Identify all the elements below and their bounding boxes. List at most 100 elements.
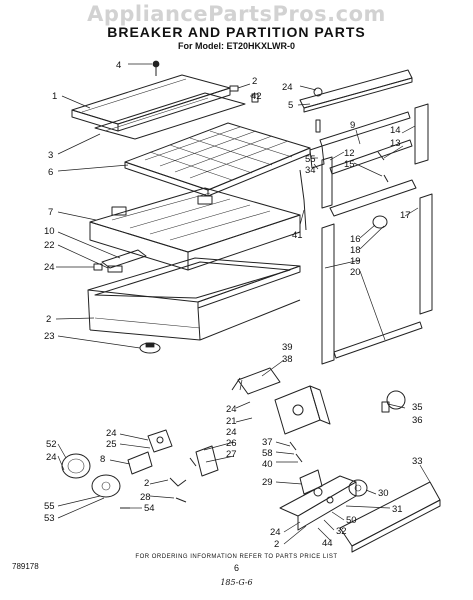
callout-55: 55 — [305, 154, 316, 165]
switch-26[interactable] — [189, 445, 219, 477]
motor-53[interactable] — [91, 474, 121, 498]
page-number: 6 — [233, 563, 239, 573]
callout-15: 15 — [344, 159, 355, 170]
screws-37-58-40[interactable] — [289, 441, 303, 463]
callout-10: 10 — [44, 226, 55, 237]
callout-29: 29 — [262, 477, 273, 488]
callout-35: 35 — [412, 402, 423, 413]
callout-31: 31 — [392, 504, 403, 515]
callout-7: 7 — [48, 207, 53, 218]
callout-24: 24 — [106, 428, 117, 439]
callout-2: 2 — [144, 478, 149, 489]
callout-2: 2 — [252, 76, 257, 87]
callout-9: 9 — [350, 120, 355, 131]
callout-5: 5 — [288, 100, 293, 111]
callout-12: 12 — [344, 148, 355, 159]
callout-41: 41 — [292, 230, 303, 241]
callout-34: 34 — [305, 165, 316, 176]
callout-13: 13 — [390, 138, 401, 149]
watermark: AppliancePartsPros.com — [87, 2, 386, 26]
screw-13-15[interactable] — [377, 151, 389, 183]
socket-25[interactable] — [147, 429, 173, 453]
callout-23: 23 — [44, 331, 55, 342]
model-line: For Model: ET20HKXLWR-0 — [177, 41, 295, 51]
leveling-foot[interactable] — [139, 342, 161, 354]
callout-24: 24 — [44, 262, 55, 273]
screw-icon[interactable] — [152, 60, 160, 76]
callout-37: 37 — [262, 437, 273, 448]
damper-bracket[interactable] — [101, 249, 147, 273]
callout-30: 30 — [378, 488, 389, 499]
callout-54: 54 — [144, 503, 155, 514]
breaker-frame[interactable] — [87, 257, 301, 341]
callout-3: 3 — [48, 150, 53, 161]
callout-24: 24 — [270, 527, 281, 538]
callout-8: 8 — [100, 454, 105, 465]
callout-labels: 4 2 42 24 5 1 3 6 9 14 13 55 34 12 15 17… — [44, 60, 423, 550]
vertical-trim-12[interactable] — [321, 156, 333, 209]
callout-24: 24 — [282, 82, 293, 93]
callout-38: 38 — [282, 354, 293, 365]
callout-28: 28 — [140, 492, 151, 503]
callout-36: 36 — [412, 415, 423, 426]
cable-41[interactable] — [299, 169, 307, 231]
hinge-pin-24[interactable] — [313, 87, 323, 133]
connector-8[interactable] — [127, 451, 153, 475]
mullion-trim[interactable] — [319, 111, 413, 175]
callout-24: 24 — [226, 427, 237, 438]
clip-part[interactable] — [229, 85, 259, 103]
callout-24: 24 — [226, 404, 237, 415]
bracket-55-34[interactable] — [309, 145, 325, 169]
ordering-info-note: FOR ORDERING INFORMATION REFER TO PARTS … — [135, 554, 338, 560]
thermostat-housing[interactable] — [279, 475, 357, 531]
callout-22: 22 — [44, 240, 55, 251]
trim-strip-17[interactable] — [329, 179, 417, 217]
callout-32: 32 — [336, 526, 347, 537]
breaker-strip-top[interactable] — [71, 74, 231, 132]
leader-lines — [55, 63, 431, 545]
bottom-trim-20[interactable] — [333, 321, 423, 359]
left-vertical-trim[interactable] — [321, 223, 335, 365]
callout-42: 42 — [251, 91, 262, 102]
vertical-trim-right[interactable] — [419, 193, 433, 315]
light-bulb-35[interactable] — [381, 390, 406, 413]
callout-39: 39 — [282, 342, 293, 353]
callout-4: 4 — [116, 60, 121, 71]
vertical-trim-14[interactable] — [414, 103, 429, 165]
page-title: BREAKER AND PARTITION PARTS — [107, 24, 366, 40]
callout-26: 26 — [226, 438, 237, 449]
callout-33: 33 — [412, 456, 423, 467]
callout-2: 2 — [274, 539, 279, 550]
wire-harness-28[interactable] — [169, 477, 187, 503]
control-housing[interactable] — [274, 385, 331, 435]
callout-52: 52 — [46, 439, 57, 450]
document-number: 789178 — [12, 562, 39, 571]
partition-tray[interactable] — [89, 187, 301, 271]
control-bracket-39[interactable] — [231, 367, 281, 395]
callout-27: 27 — [226, 449, 237, 460]
callout-53: 53 — [44, 513, 55, 524]
callout-58: 58 — [262, 448, 273, 459]
callout-6: 6 — [48, 167, 53, 178]
control-knob-30[interactable] — [348, 479, 368, 497]
callout-17: 17 — [400, 210, 411, 221]
control-panel-33[interactable] — [339, 481, 441, 553]
fan-housing-52[interactable] — [61, 453, 91, 479]
callout-20: 20 — [350, 267, 361, 278]
callout-24: 24 — [46, 452, 57, 463]
clip-16[interactable] — [372, 215, 388, 229]
callout-2: 2 — [46, 314, 51, 325]
callout-50: 50 — [346, 515, 357, 526]
sensor-29[interactable] — [299, 469, 323, 495]
breaker-rail[interactable] — [94, 92, 246, 140]
callout-40: 40 — [262, 459, 273, 470]
callout-21: 21 — [226, 416, 237, 427]
callout-1: 1 — [52, 91, 57, 102]
callout-55: 55 — [44, 501, 55, 512]
callout-44: 44 — [322, 538, 333, 549]
top-trim-strip[interactable] — [299, 69, 413, 113]
partition-grille[interactable] — [124, 122, 311, 197]
handwritten-code: 185-G-6 — [220, 578, 253, 587]
